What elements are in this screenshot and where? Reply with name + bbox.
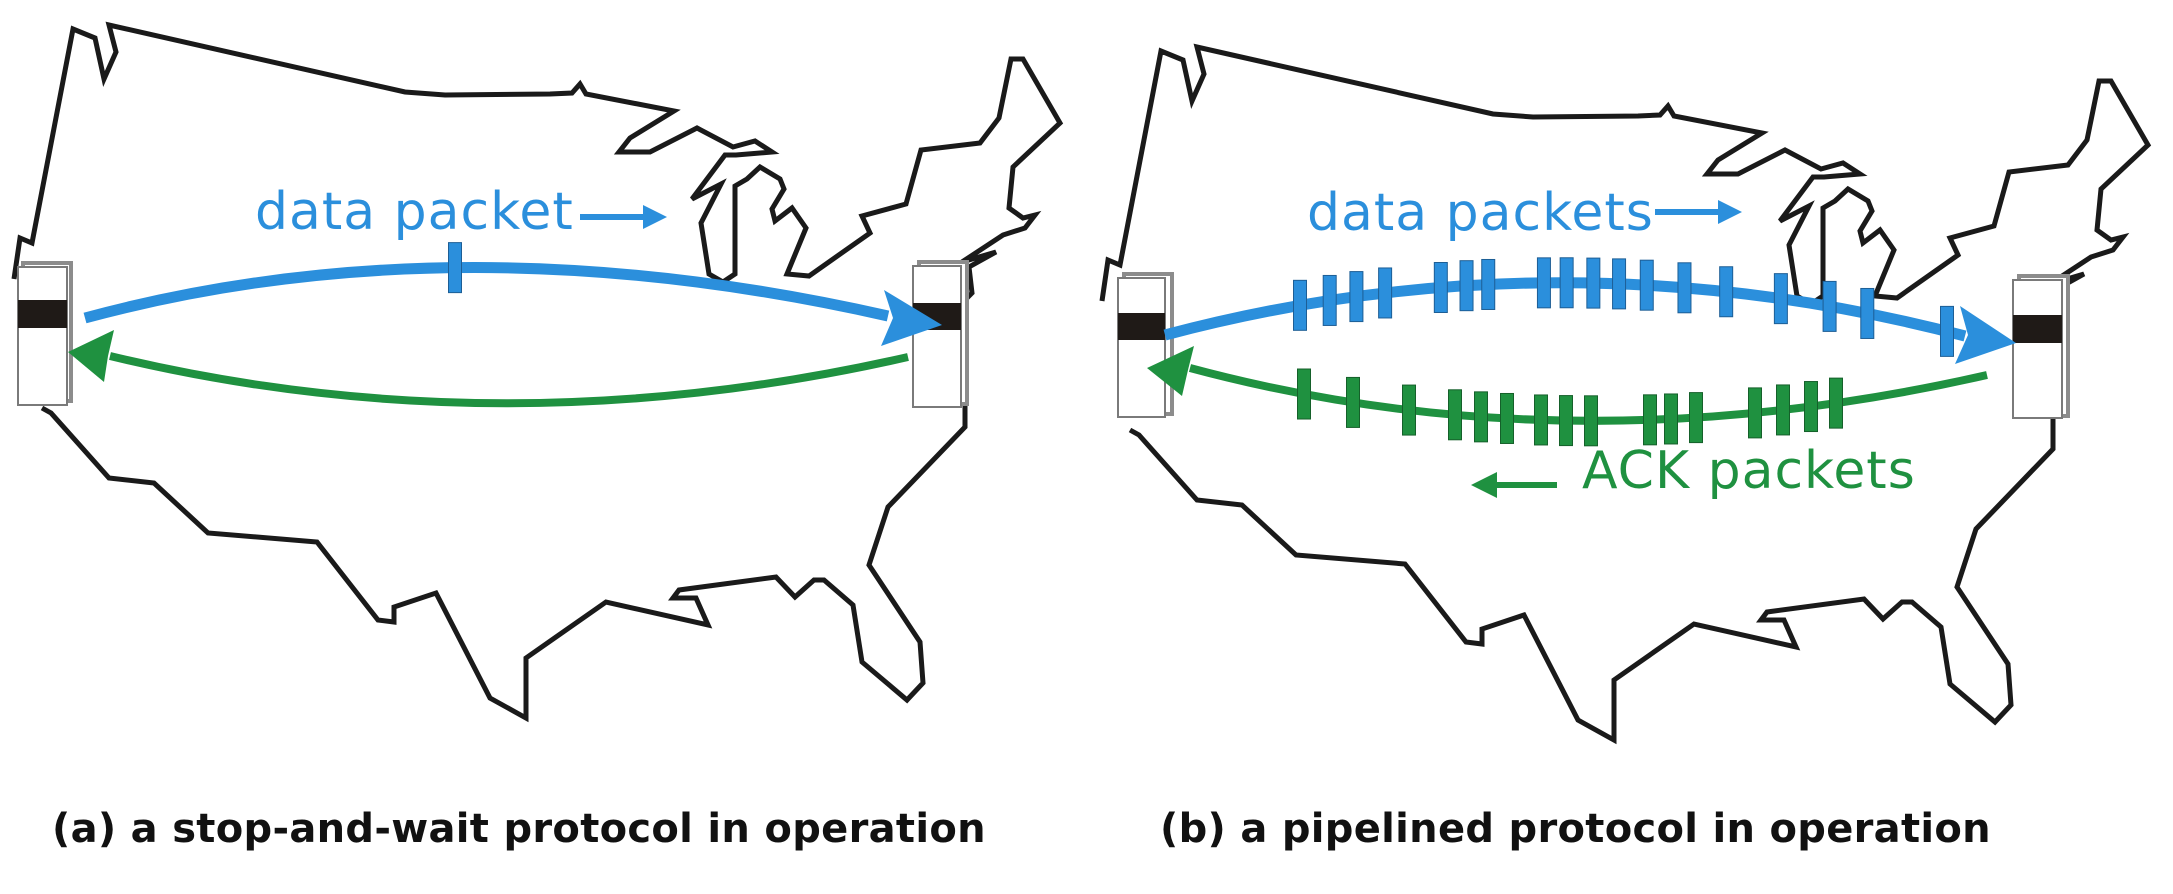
ack-packet — [1776, 384, 1790, 436]
receiver-host-icon — [912, 260, 969, 408]
ack-packet — [1534, 394, 1548, 446]
host-body — [2012, 279, 2063, 419]
host-band — [2013, 315, 2062, 343]
sender-host-icon — [1117, 272, 1174, 418]
data-arrowhead — [881, 290, 942, 346]
data-packet — [1773, 273, 1788, 325]
data-direction-arrow — [580, 205, 667, 229]
data-packet — [1860, 287, 1875, 339]
ack-packet — [1448, 389, 1462, 441]
data-path-arrow — [83, 262, 890, 324]
ack-packet — [1804, 381, 1818, 433]
data-packet — [1536, 257, 1551, 309]
host-body — [17, 266, 68, 406]
sender-host-icon — [17, 261, 73, 406]
ack-packet — [1500, 392, 1514, 444]
ack-packet — [1584, 395, 1598, 447]
ack-packet — [1402, 384, 1416, 436]
host-band — [18, 300, 67, 328]
data-packet — [1293, 279, 1307, 331]
data-direction-arrow — [1655, 200, 1742, 224]
us-map-outline — [1102, 47, 2148, 740]
data-packet — [1639, 259, 1654, 311]
ack-packet — [1689, 392, 1703, 444]
caption-stop-and-wait: (a) a stop-and-wait protocol in operatio… — [52, 806, 986, 852]
ack-direction-arrow — [1471, 472, 1557, 498]
data-packet — [1459, 260, 1474, 312]
host-body — [912, 265, 962, 408]
ack-packets-label: ACK packets — [1582, 441, 1916, 501]
data-packet — [1378, 267, 1393, 319]
data-packet — [448, 242, 462, 294]
host-band — [1118, 313, 1165, 340]
data-packet — [1677, 262, 1692, 314]
ack-packet — [1474, 391, 1488, 443]
host-body — [1117, 277, 1166, 418]
ack-packet — [1559, 395, 1573, 447]
data-packets-group — [448, 242, 462, 294]
data-packet — [1433, 261, 1448, 313]
data-packet — [1940, 305, 1954, 357]
data-packets-label: data packets — [1307, 183, 1654, 243]
receiver-host-icon — [2012, 274, 2070, 419]
data-packet — [1559, 257, 1574, 309]
ack-packet — [1346, 376, 1360, 428]
ack-packet — [1643, 394, 1657, 446]
ack-packets-group — [1297, 368, 1843, 447]
ack-arrowhead — [1147, 346, 1194, 396]
data-packet — [1612, 258, 1627, 310]
ack-packet — [1664, 393, 1678, 445]
data-arrowhead — [1955, 306, 2016, 364]
ack-packet — [1829, 377, 1843, 429]
caption-pipelined: (b) a pipelined protocol in operation — [1160, 806, 1991, 852]
data-packets-group — [1293, 257, 1954, 357]
data-packet-label: data packet — [255, 182, 574, 242]
data-packet — [1481, 258, 1496, 310]
panel-b: data packets ACK packets — [1102, 47, 2148, 740]
ack-packet — [1297, 368, 1311, 420]
data-packet — [1322, 274, 1337, 326]
panel-a: data packet — [14, 25, 1060, 718]
data-packet — [1349, 271, 1364, 323]
ack-path-arrow — [109, 352, 909, 408]
data-packet — [1719, 266, 1734, 318]
ack-packet — [1748, 387, 1762, 439]
data-packet — [1586, 257, 1601, 309]
ack-arrowhead — [68, 330, 114, 382]
data-packet — [1822, 280, 1837, 332]
